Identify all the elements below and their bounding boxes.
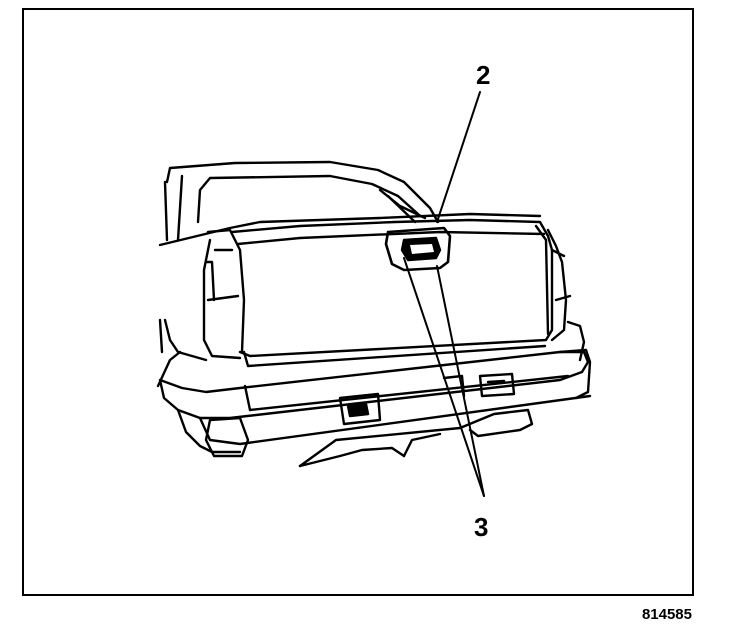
leader-lines [403,91,485,497]
left-taillight [163,228,246,362]
tailgate-handle [384,226,452,272]
rear-bumper [158,348,592,458]
trailer-hitch [156,318,534,468]
callout-label-upper: 2 [476,60,491,90]
figure-frame [22,8,694,596]
right-taillight [546,228,586,362]
figure-number: 814585 [641,606,692,623]
tailgate [230,218,554,368]
callout-label-lower: 3 [474,512,489,542]
